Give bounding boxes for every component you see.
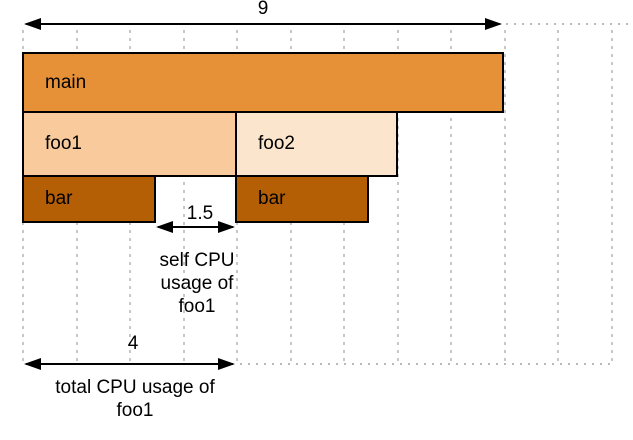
self-usage-caption-line1: self CPU (159, 250, 235, 271)
dotted-extension-bottom (240, 363, 616, 365)
self-usage-value: 1.5 (186, 203, 214, 224)
total-span-arrow (24, 18, 502, 30)
frame-bar-left-label: bar (45, 188, 73, 209)
frame-foo1: foo1 (22, 111, 237, 177)
arrowhead-right (485, 18, 502, 30)
frame-bar-right-label: bar (258, 188, 286, 209)
frame-bar-right: bar (235, 175, 369, 223)
arrow-shaft (26, 363, 233, 365)
grid-line (396, 30, 399, 362)
arrow-shaft (26, 23, 500, 25)
frame-foo2-label: foo2 (258, 133, 295, 154)
arrowhead-right (218, 358, 235, 370)
self-usage-caption-line3: foo1 (178, 296, 216, 317)
grid-line (182, 30, 185, 362)
self-usage-caption: self CPU usage of foo1 (160, 249, 235, 318)
self-usage-caption-line2: usage of (160, 273, 234, 294)
grid-line (557, 30, 559, 362)
total-usage-caption-line2: foo1 (116, 400, 154, 421)
frame-foo1-label: foo1 (45, 133, 82, 154)
total-usage-value: 4 (127, 333, 139, 354)
frame-bar-left: bar (22, 175, 156, 223)
dotted-extension-top (506, 23, 630, 25)
arrowhead-right (218, 221, 235, 233)
frame-main-label: main (45, 71, 87, 93)
grid-line (503, 30, 506, 362)
frame-foo2: foo2 (235, 111, 398, 177)
self-usage-arrow (156, 221, 235, 233)
total-usage-arrow (24, 358, 235, 370)
total-usage-caption: total CPU usage of foo1 (55, 376, 214, 422)
grid-line (610, 30, 613, 362)
frame-main: main (22, 52, 504, 113)
total-usage-caption-line1: total CPU usage of (55, 377, 215, 398)
arrow-shaft (158, 226, 233, 228)
grid-line (450, 30, 452, 362)
total-span-value: 9 (257, 0, 269, 19)
